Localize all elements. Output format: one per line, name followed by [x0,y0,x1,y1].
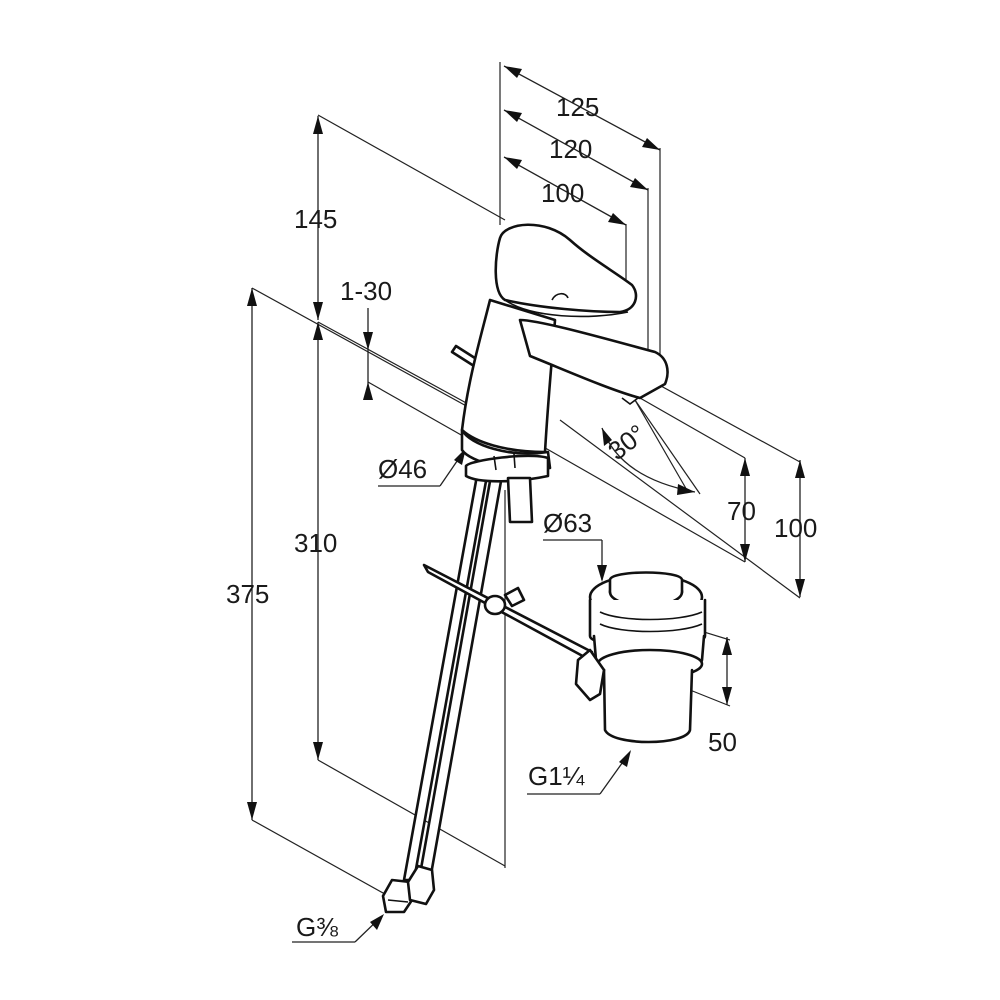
dim-dia63-label: Ø63 [543,508,592,538]
dim-375-label: 375 [226,579,269,609]
dim-70-label: 70 [727,496,756,526]
dimension-labels: 125 120 100 145 1-30 Ø46 310 375 30° 70 … [226,92,817,942]
dim-50-label: 50 [708,727,737,757]
mounting-fixture [464,453,550,524]
thread-g38-label: G⅜ [296,912,338,942]
dim-30deg-label: 30° [602,418,651,466]
dimension-lines [247,65,805,943]
thread-g114-label: G1¼ [528,761,585,791]
dim-dia46-label: Ø46 [378,454,427,484]
dim-1-30-label: 1-30 [340,276,392,306]
dim-125-label: 125 [556,92,599,122]
dim-120-label: 120 [549,134,592,164]
dim-100-top-label: 100 [541,178,584,208]
extension-lines [251,62,801,899]
dim-100-right-label: 100 [774,513,817,543]
supply-hoses [381,468,505,914]
dim-310-label: 310 [294,528,337,558]
popup-waste [574,571,707,744]
dim-145-label: 145 [294,204,337,234]
